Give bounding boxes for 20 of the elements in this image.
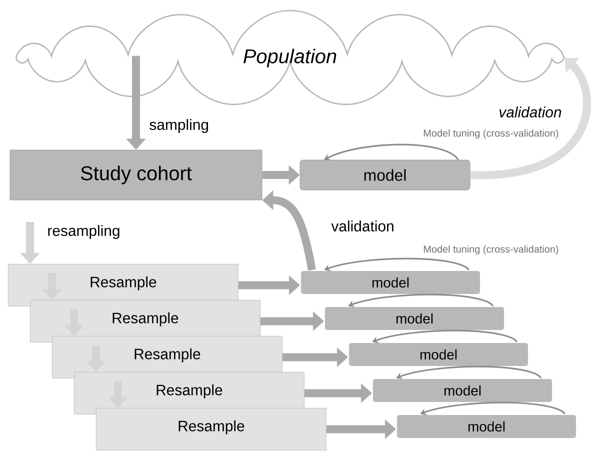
curved-arrow <box>420 402 566 416</box>
model-box: model <box>372 378 553 403</box>
model-box: model <box>300 160 470 190</box>
edge-label: sampling <box>148 118 210 134</box>
arrow <box>470 58 591 179</box>
edge-label: validation <box>498 106 563 118</box>
model-box: model <box>300 270 481 295</box>
model-box: model <box>324 306 505 331</box>
curved-arrow <box>348 294 494 308</box>
resample-box: Resample <box>96 408 326 450</box>
model-box: model <box>348 342 529 367</box>
curved-arrow <box>324 258 470 272</box>
edge-label: resampling <box>46 224 122 240</box>
edge-label: Model tuning (cross-validation) <box>422 128 560 140</box>
process-box: Study cohort <box>10 150 262 200</box>
model-box: model <box>396 414 577 439</box>
curved-arrow <box>396 366 542 380</box>
edge-label: Model tuning (cross-validation) <box>422 244 560 256</box>
edge-label: validation <box>330 220 396 232</box>
curved-arrow <box>372 330 518 344</box>
